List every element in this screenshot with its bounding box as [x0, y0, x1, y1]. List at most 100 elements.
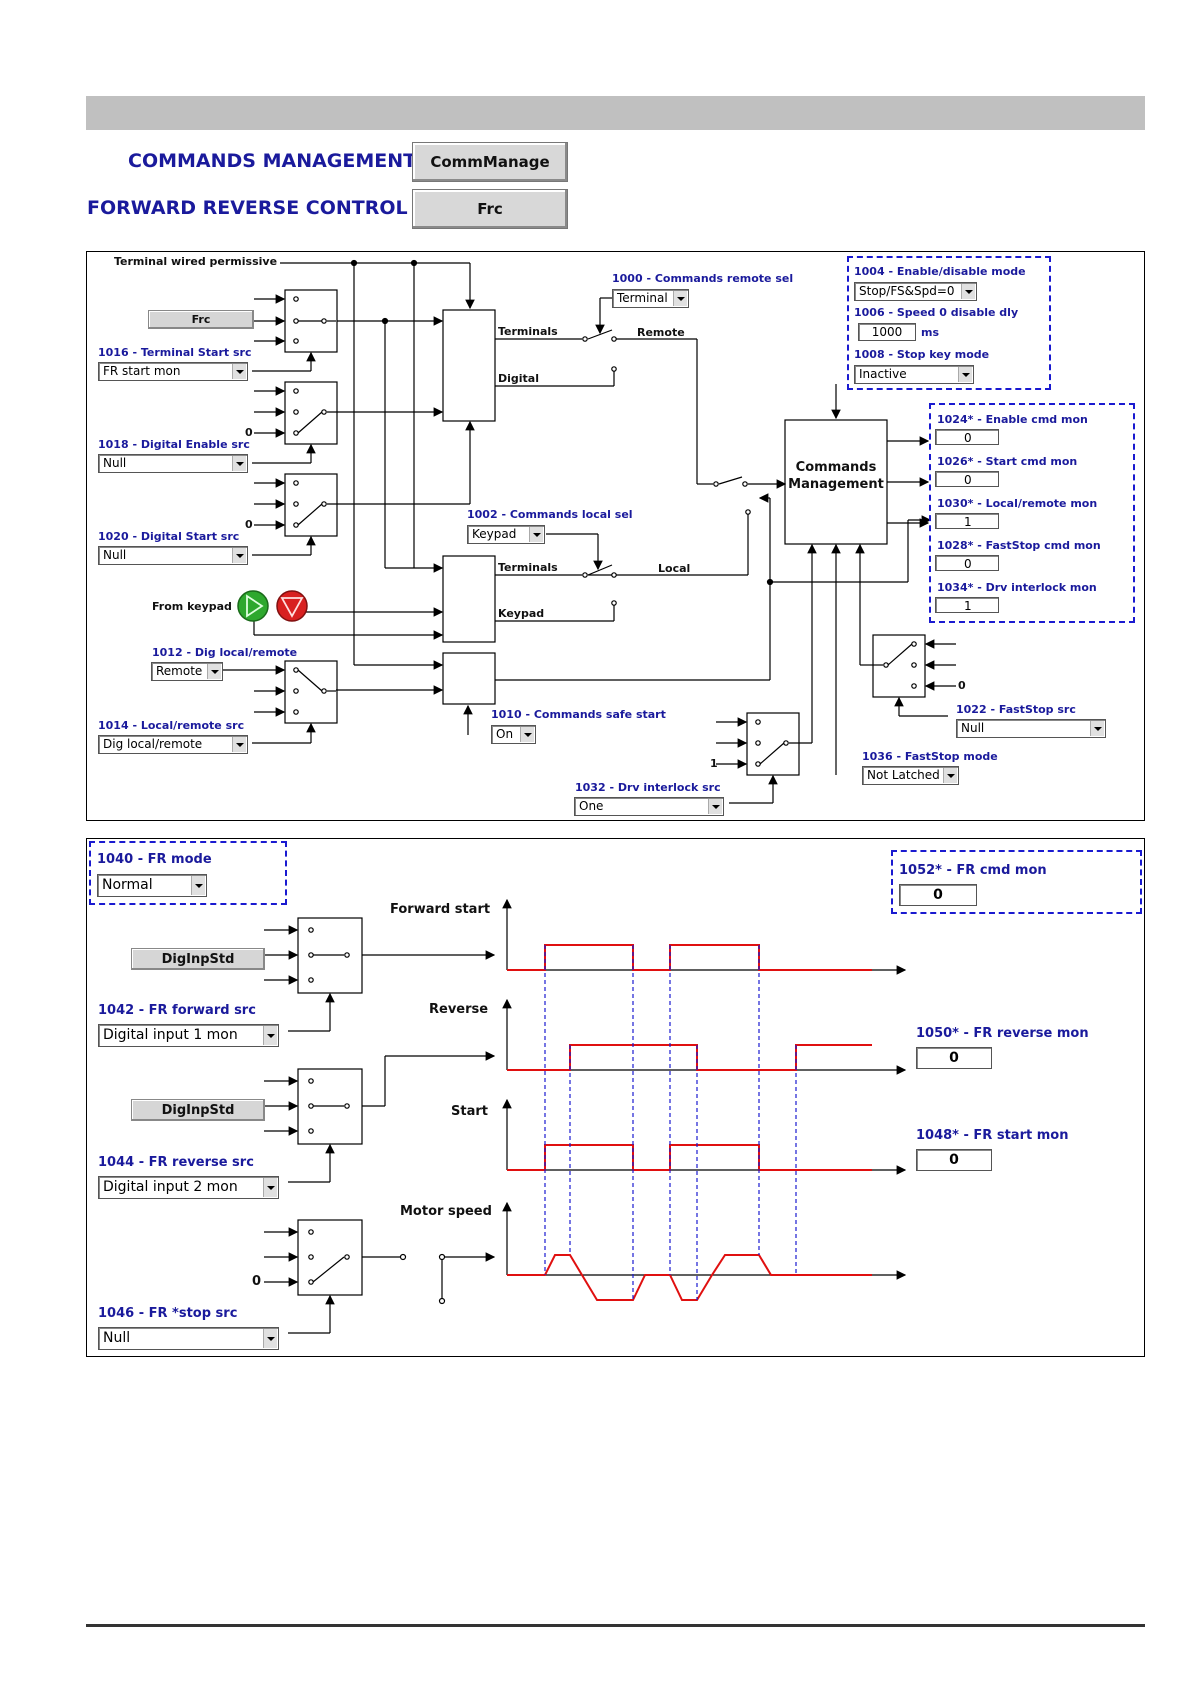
p1004-select[interactable]: Stop/FS&Spd=0 [854, 282, 977, 301]
keypad-start-icon [237, 590, 269, 622]
forward-reverse-diagram-panel [86, 838, 1145, 1357]
chevron-down-icon [263, 1178, 277, 1197]
p1052-value: 0 [899, 884, 977, 906]
timing-waveforms [507, 944, 872, 1301]
mon-1030-value: 1 [935, 513, 999, 529]
mon-1026-label: 1026* - Start cmd mon [937, 455, 1078, 468]
p1036-label: 1036 - FastStop mode [862, 750, 998, 763]
local-label: Local [658, 562, 691, 575]
forward-reverse-control-label: FORWARD REVERSE CONTROL [87, 197, 408, 219]
p1040-label: 1040 - FR mode [97, 852, 212, 867]
fr-cmd-mon-group [891, 850, 1142, 914]
diginpstd-button-2[interactable]: DigInpStd [131, 1099, 265, 1121]
chevron-down-icon [943, 768, 957, 783]
p1018-label: 1018 - Digital Enable src [98, 438, 250, 451]
p1002-label: 1002 - Commands local sel [467, 508, 633, 521]
mon-1024-value: 0 [935, 429, 999, 445]
footer-rule [86, 1624, 1145, 1627]
keypad-icons [237, 590, 308, 622]
p1000-select[interactable]: Terminal [612, 289, 689, 308]
motor-speed-label: Motor speed [400, 1204, 492, 1219]
mon-1030-label: 1030* - Local/remote mon [937, 497, 1098, 510]
frc-header-button[interactable]: Frc [412, 189, 568, 229]
chevron-down-icon [232, 548, 246, 563]
terminals-upper-label: Terminals [498, 325, 558, 338]
p1010-select[interactable]: On [491, 725, 536, 744]
mon-1034-label: 1034* - Drv interlock mon [937, 581, 1097, 594]
p1048-label: 1048* - FR start mon [916, 1128, 1069, 1143]
p1032-select[interactable]: One [574, 797, 724, 816]
p1046-label: 1046 - FR *stop src [98, 1306, 238, 1321]
frc-source-button[interactable]: Frc [148, 310, 254, 329]
p1006-label: 1006 - Speed 0 disable dly [854, 306, 1019, 319]
start-label: Start [451, 1104, 488, 1119]
chevron-down-icon [207, 664, 221, 679]
chevron-down-icon [191, 876, 205, 895]
mon-1026-value: 0 [935, 471, 999, 487]
chevron-down-icon [958, 367, 972, 382]
p1020-label: 1020 - Digital Start src [98, 530, 240, 543]
chevron-down-icon [520, 727, 534, 742]
p1008-label: 1008 - Stop key mode [854, 348, 990, 361]
chevron-down-icon [961, 284, 975, 299]
p1014-label: 1014 - Local/remote src [98, 719, 245, 732]
zero-label-a: 0 [245, 426, 253, 439]
chevron-down-icon [1090, 721, 1104, 736]
enable-disable-group [847, 256, 1051, 390]
terminals-lower-label: Terminals [498, 561, 558, 574]
p1018-select[interactable]: Null [98, 454, 248, 473]
p1036-select[interactable]: Not Latched [862, 766, 959, 785]
forward-start-label: Forward start [390, 902, 491, 917]
reverse-label: Reverse [429, 1002, 489, 1017]
zero-label-b: 0 [245, 518, 253, 531]
digital-label: Digital [498, 372, 539, 385]
terminal-wired-permissive-label: Terminal wired permissive [114, 255, 281, 268]
p1042-select[interactable]: Digital input 1 mon [98, 1024, 279, 1047]
p1004-label: 1004 - Enable/disable mode [854, 265, 1026, 278]
p1050-value: 0 [916, 1047, 992, 1069]
chevron-down-icon [232, 364, 246, 379]
p1000-label: 1000 - Commands remote sel [612, 272, 794, 285]
p1016-select[interactable]: FR start mon [98, 362, 248, 381]
p1048-value: 0 [916, 1149, 992, 1171]
header-band [86, 96, 1145, 130]
p1016-label: 1016 - Terminal Start src [98, 346, 252, 359]
p1032-label: 1032 - Drv interlock src [575, 781, 721, 794]
p1006-input[interactable]: 1000 [858, 323, 916, 341]
mon-1024-label: 1024* - Enable cmd mon [937, 413, 1088, 426]
p1012-label: 1012 - Dig local/remote [152, 646, 298, 659]
p1020-select[interactable]: Null [98, 546, 248, 565]
p1006-unit: ms [921, 326, 940, 339]
p1022-select[interactable]: Null [956, 719, 1106, 738]
chevron-down-icon [673, 291, 687, 306]
p1008-select[interactable]: Inactive [854, 365, 974, 384]
commmanage-button[interactable]: CommManage [412, 142, 568, 182]
p1040-select[interactable]: Normal [97, 874, 207, 897]
diginpstd-button-1[interactable]: DigInpStd [131, 948, 265, 970]
one-label: 1 [710, 757, 718, 770]
p1002-select[interactable]: Keypad [467, 525, 545, 544]
commands-management-block: Commands Management [786, 459, 886, 493]
p1022-label: 1022 - FastStop src [956, 703, 1076, 716]
fr-mode-group [89, 841, 287, 905]
commands-management-line1: Commands [795, 460, 877, 475]
p1014-select[interactable]: Dig local/remote [98, 735, 248, 754]
chevron-down-icon [263, 1329, 277, 1348]
monitors-group [929, 403, 1135, 623]
from-keypad-label: From keypad [152, 600, 232, 613]
chevron-down-icon [529, 527, 543, 542]
keypad-label: Keypad [498, 607, 545, 620]
p1046-select[interactable]: Null [98, 1327, 279, 1350]
p1044-select[interactable]: Digital input 2 mon [98, 1176, 279, 1199]
commands-management-label: COMMANDS MANAGEMENT [128, 150, 417, 172]
p1052-label: 1052* - FR cmd mon [899, 863, 1047, 878]
chevron-down-icon [232, 737, 246, 752]
mon-1034-value: 1 [935, 597, 999, 613]
p1012-select[interactable]: Remote [151, 662, 223, 681]
zero-label-fs: 0 [958, 679, 966, 692]
mon-1028-value: 0 [935, 555, 999, 571]
p1050-label: 1050* - FR reverse mon [916, 1026, 1089, 1041]
mon-1028-label: 1028* - FastStop cmd mon [937, 539, 1101, 552]
chevron-down-icon [263, 1026, 277, 1045]
